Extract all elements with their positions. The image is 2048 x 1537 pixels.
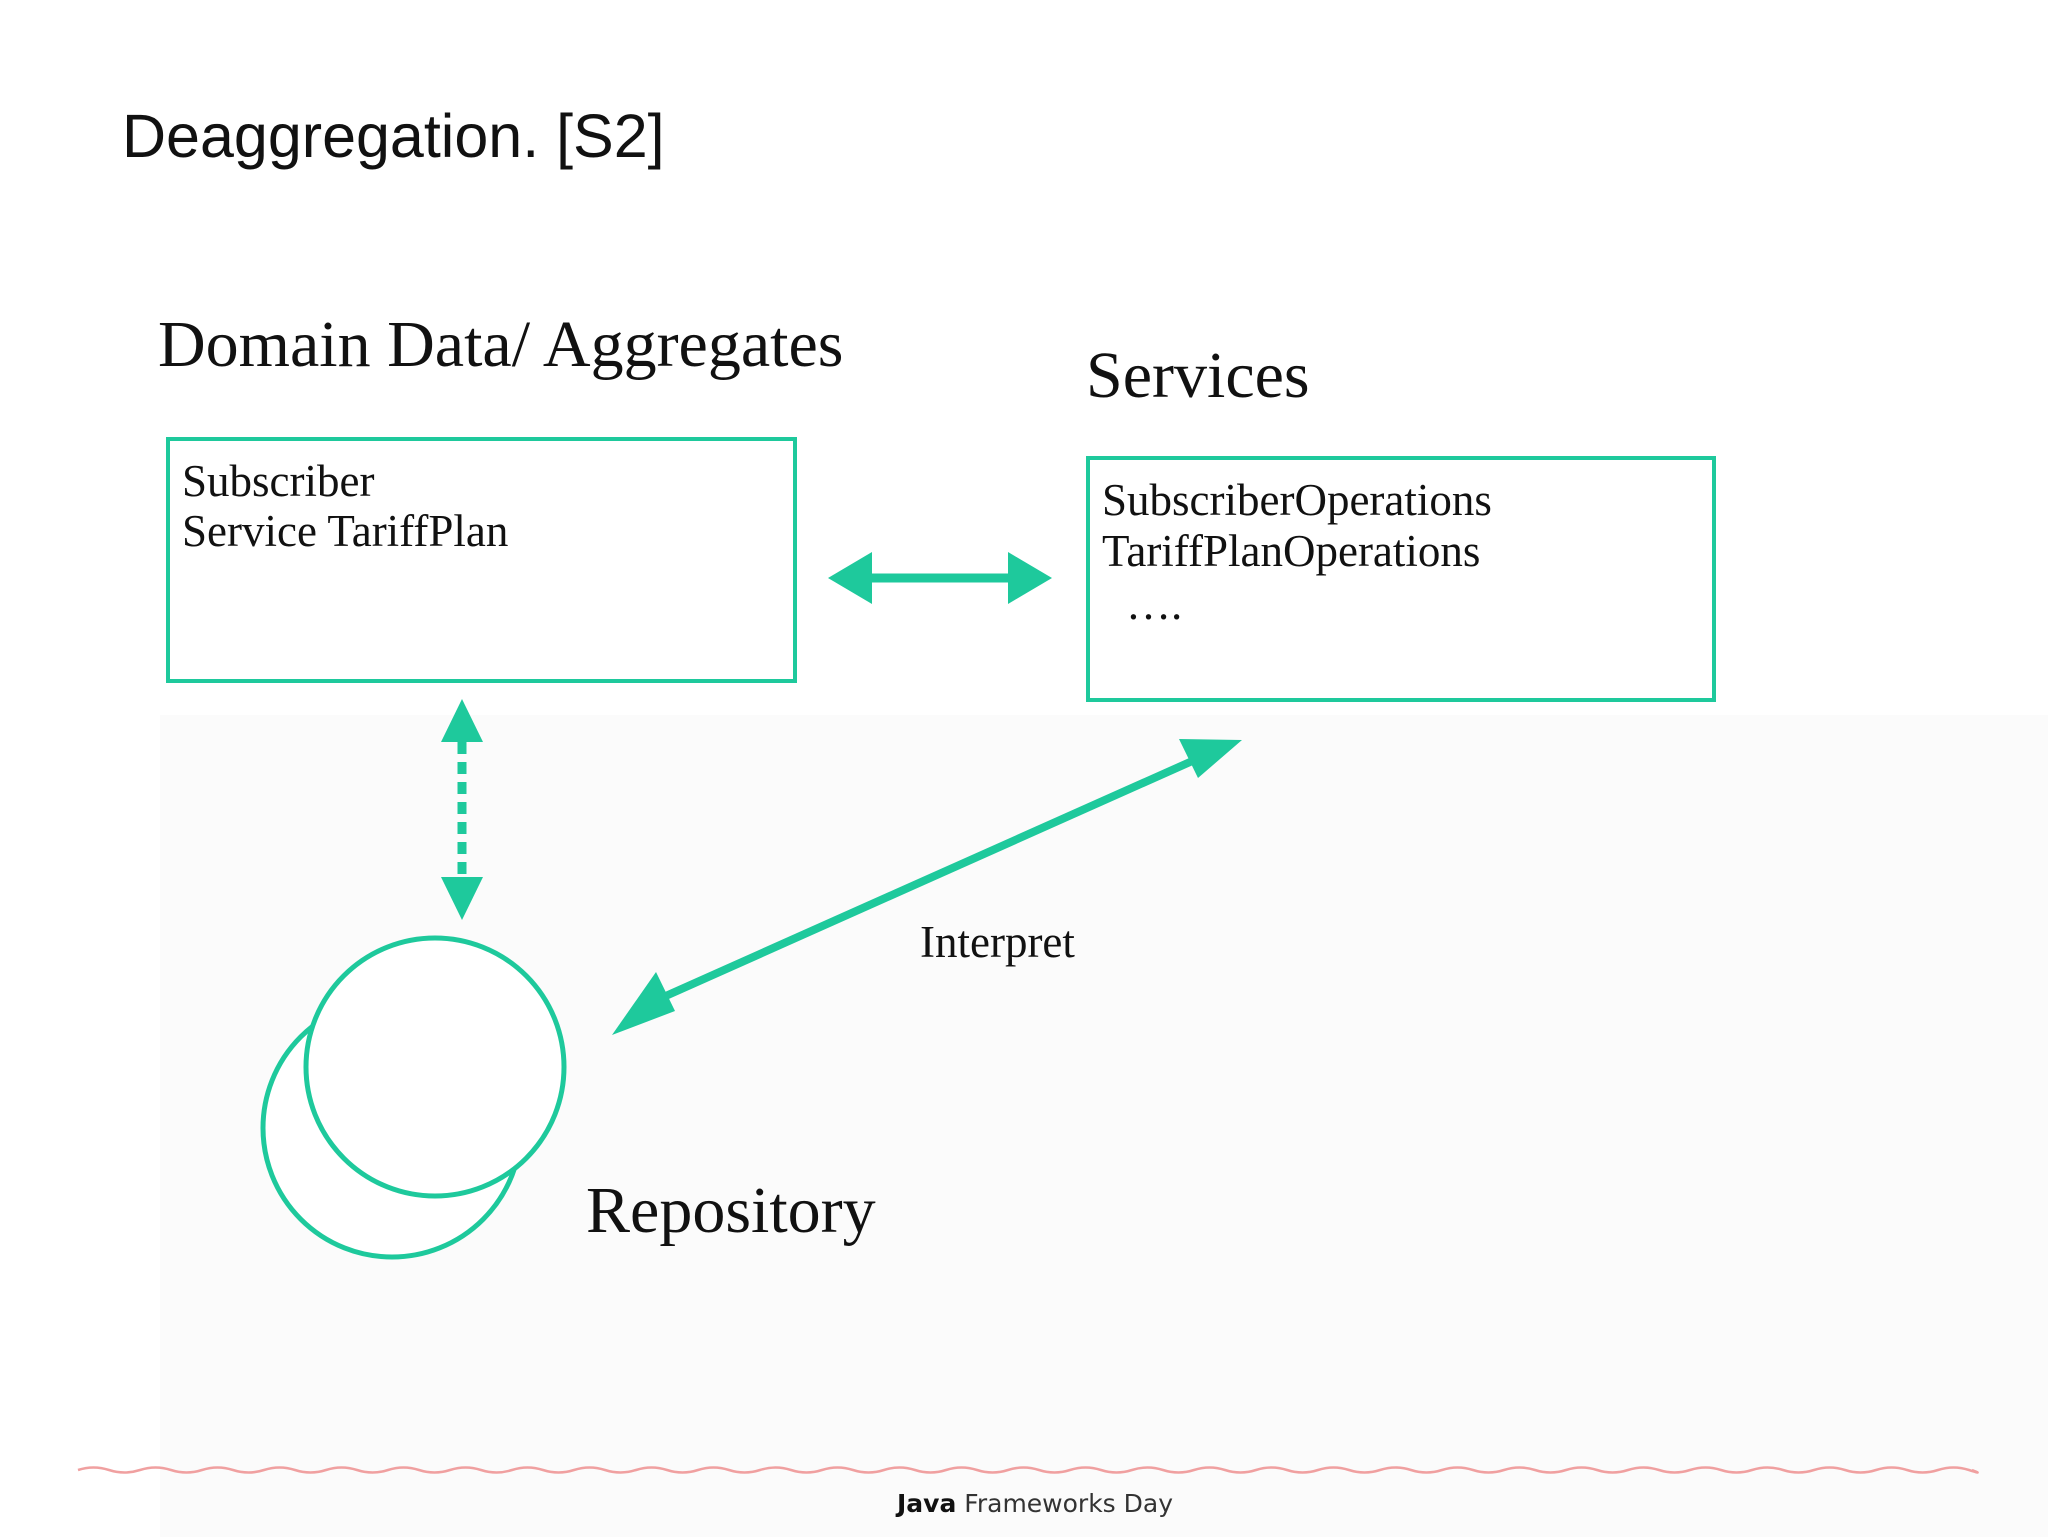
services-heading: Services <box>1086 339 1310 412</box>
interpret-label: Interpret <box>920 917 1075 967</box>
services-line-ellipsis: …. <box>1126 579 1183 629</box>
domain-repository-arrow <box>441 699 483 920</box>
arrowhead-down <box>441 877 483 920</box>
footer-logo-rest: Frameworks Day <box>956 1489 1174 1518</box>
footer-logo-java: Java <box>897 1489 957 1518</box>
domain-services-arrow <box>828 552 1052 604</box>
domain-box: Subscriber Service TariffPlan <box>166 437 797 683</box>
arrowhead-right <box>1008 552 1052 604</box>
arrowhead-left <box>828 552 872 604</box>
footer-divider <box>77 1466 1979 1474</box>
services-box: SubscriberOperations TariffPlanOperation… <box>1086 456 1716 702</box>
repository-icon <box>260 935 567 1260</box>
arrowhead-upper-right <box>1179 739 1242 778</box>
services-line-tariffplan-operations: TariffPlanOperations <box>1102 526 1481 576</box>
domain-line-service-tariffplan: Service TariffPlan <box>182 506 509 556</box>
services-line-subscriber-operations: SubscriberOperations <box>1102 475 1492 525</box>
slide-title: Deaggregation. [S2] <box>122 102 665 170</box>
repository-label: Repository <box>586 1174 876 1247</box>
domain-heading: Domain Data/ Aggregates <box>158 308 844 381</box>
footer-logo: Java Frameworks Day <box>897 1491 1173 1516</box>
arrowhead-lower-left <box>612 972 675 1035</box>
arrowhead-up <box>441 699 483 742</box>
domain-line-subscriber: Subscriber <box>182 456 375 506</box>
repository-services-arrow <box>612 739 1242 1035</box>
repository-circle-front <box>303 935 567 1199</box>
